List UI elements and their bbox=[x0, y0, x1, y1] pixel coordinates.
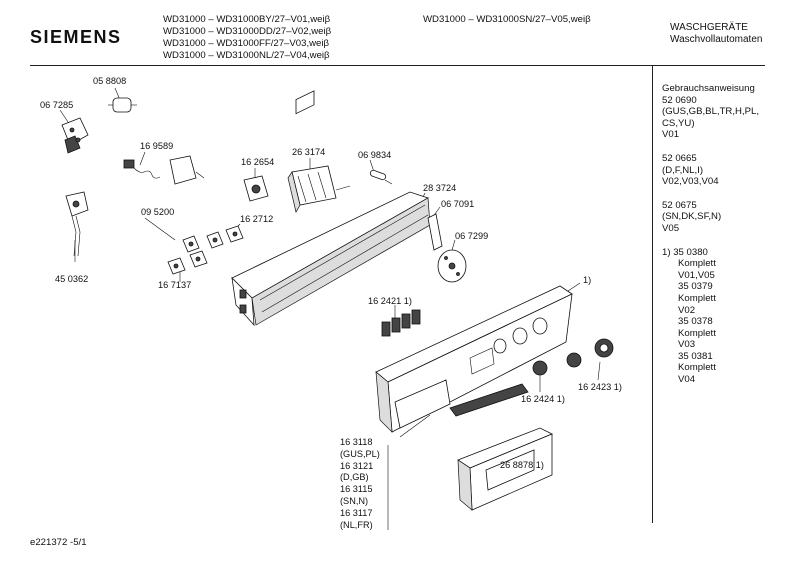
parts-notes-column: Gebrauchsanweisung 52 0690 (GUS,GB,BL,TR… bbox=[662, 83, 759, 398]
label-167137: 16 7137 bbox=[158, 280, 192, 290]
category-subtitle: Waschvollautomaten bbox=[670, 34, 763, 45]
variant-line: 16 3121 bbox=[340, 460, 374, 471]
note-line: V04 bbox=[678, 374, 696, 386]
label-095200: 09 5200 bbox=[141, 207, 175, 217]
note-line: Komplett bbox=[678, 362, 716, 374]
variant-line: (NL,FR) bbox=[340, 519, 373, 530]
note-line: V01 bbox=[662, 129, 680, 141]
note-line: V02 bbox=[678, 304, 696, 316]
variant-line: (D,GB) bbox=[340, 472, 369, 483]
label-169589: 16 9589 bbox=[140, 141, 174, 151]
front-knobs bbox=[532, 338, 614, 376]
note-line: V03 bbox=[678, 339, 696, 351]
indicator-lamp-part bbox=[369, 169, 393, 185]
label-067091: 06 7091 bbox=[441, 199, 475, 209]
label-268878: 26 8878 1) bbox=[500, 460, 544, 470]
category-title: WASCHGERÄTE bbox=[670, 22, 748, 33]
siemens-logo: SIEMENS bbox=[30, 27, 122, 47]
display-strip bbox=[449, 383, 529, 417]
label-162423: 16 2423 1) bbox=[578, 382, 622, 392]
note-line: 52 0690 bbox=[662, 94, 697, 106]
program-dial-part bbox=[437, 249, 467, 283]
switch-part bbox=[243, 175, 269, 202]
label-058808: 05 8808 bbox=[93, 76, 127, 86]
model-line-right: WD31000 – WD31000SN/27–V05,weiβ bbox=[423, 14, 591, 25]
note-line: (GUS,GB,BL,TR,H,PL, bbox=[662, 106, 760, 118]
capacitor-part bbox=[108, 97, 137, 113]
variant-list: 16 3118 (GUS,PL) 16 3121 (D,GB) 16 3115 … bbox=[340, 437, 380, 531]
label-162712: 16 2712 bbox=[240, 214, 274, 224]
note-line: Komplett bbox=[678, 258, 716, 270]
manual-group-1: Gebrauchsanweisung 52 0690 (GUS,GB,BL,TR… bbox=[662, 83, 759, 141]
note-line: (SN,DK,SF,N) bbox=[662, 211, 722, 223]
model-line: WD31000 – WD31000BY/27–V01,weiβ bbox=[163, 14, 331, 25]
mains-plug-part bbox=[65, 191, 89, 257]
label-283724: 28 3724 bbox=[423, 183, 457, 193]
complete-panel-group: 1) 35 0380 Komplett V01,V05 35 0379 Komp… bbox=[662, 247, 759, 386]
note-line: 35 0378 bbox=[678, 316, 713, 328]
bracket-part bbox=[427, 213, 443, 251]
note-line: CS,YU) bbox=[662, 117, 695, 129]
detergent-drawer-part bbox=[457, 427, 553, 511]
note-line: V05 bbox=[662, 222, 680, 234]
category-block: WASCHGERÄTE Waschvollautomaten bbox=[670, 22, 762, 46]
label-450362: 45 0362 bbox=[55, 274, 89, 284]
control-knob-group bbox=[167, 225, 244, 275]
front-panel-part bbox=[375, 285, 573, 433]
note-line: 52 0665 bbox=[662, 152, 697, 164]
push-button-block bbox=[381, 309, 421, 337]
model-line: WD31000 – WD31000DD/27–V02,weiβ bbox=[163, 26, 332, 37]
note-line: V02,V03,V04 bbox=[662, 176, 719, 188]
variant-line: 16 3115 bbox=[340, 484, 373, 495]
variant-line: (SN,N) bbox=[340, 495, 369, 506]
note-line: 1) 35 0380 bbox=[662, 246, 708, 258]
model-list-left: WD31000 – WD31000BY/27–V01,weiβ WD31000 … bbox=[163, 14, 331, 62]
model-line: WD31000 – WD31000NL/27–V04,weiβ bbox=[163, 50, 330, 61]
label-162424: 16 2424 1) bbox=[521, 394, 565, 404]
label-162654: 16 2654 bbox=[241, 157, 275, 167]
manual-group-2: 52 0665 (D,F,NL,I) V02,V03,V04 bbox=[662, 153, 759, 188]
note-line: Gebrauchsanweisung bbox=[662, 83, 755, 94]
variant-line: (GUS,PL) bbox=[340, 448, 380, 459]
label-panel-1: 1) bbox=[583, 275, 592, 285]
note-line: Komplett bbox=[678, 292, 716, 304]
label-067285: 06 7285 bbox=[40, 100, 74, 110]
label-067299: 06 7299 bbox=[455, 231, 489, 241]
note-line: 35 0381 bbox=[678, 350, 713, 362]
manual-group-3: 52 0675 (SN,DK,SF,N) V05 bbox=[662, 200, 759, 235]
note-line: V01,V05 bbox=[678, 269, 715, 281]
document-code: e221372 -5/1 bbox=[30, 537, 87, 548]
header-divider bbox=[30, 65, 765, 66]
variant-line: 16 3118 bbox=[340, 437, 373, 447]
column-divider bbox=[652, 65, 653, 523]
panel-frame-part bbox=[231, 90, 431, 327]
note-line: Komplett bbox=[678, 327, 716, 339]
label-069834: 06 9834 bbox=[358, 150, 392, 160]
variant-line: 16 3117 bbox=[340, 507, 373, 518]
label-162421: 16 2421 1) bbox=[368, 296, 412, 306]
model-line: WD31000 – WD31000FF/27–V03,weiβ bbox=[163, 38, 330, 49]
terminal-block-part bbox=[61, 117, 89, 154]
label-263174: 26 3174 bbox=[292, 147, 326, 157]
note-line: (D,F,NL,I) bbox=[662, 164, 704, 176]
temperature-sensor-part bbox=[123, 155, 205, 185]
timer-part bbox=[287, 165, 351, 213]
note-line: 52 0675 bbox=[662, 199, 697, 211]
note-line: 35 0379 bbox=[678, 281, 713, 293]
